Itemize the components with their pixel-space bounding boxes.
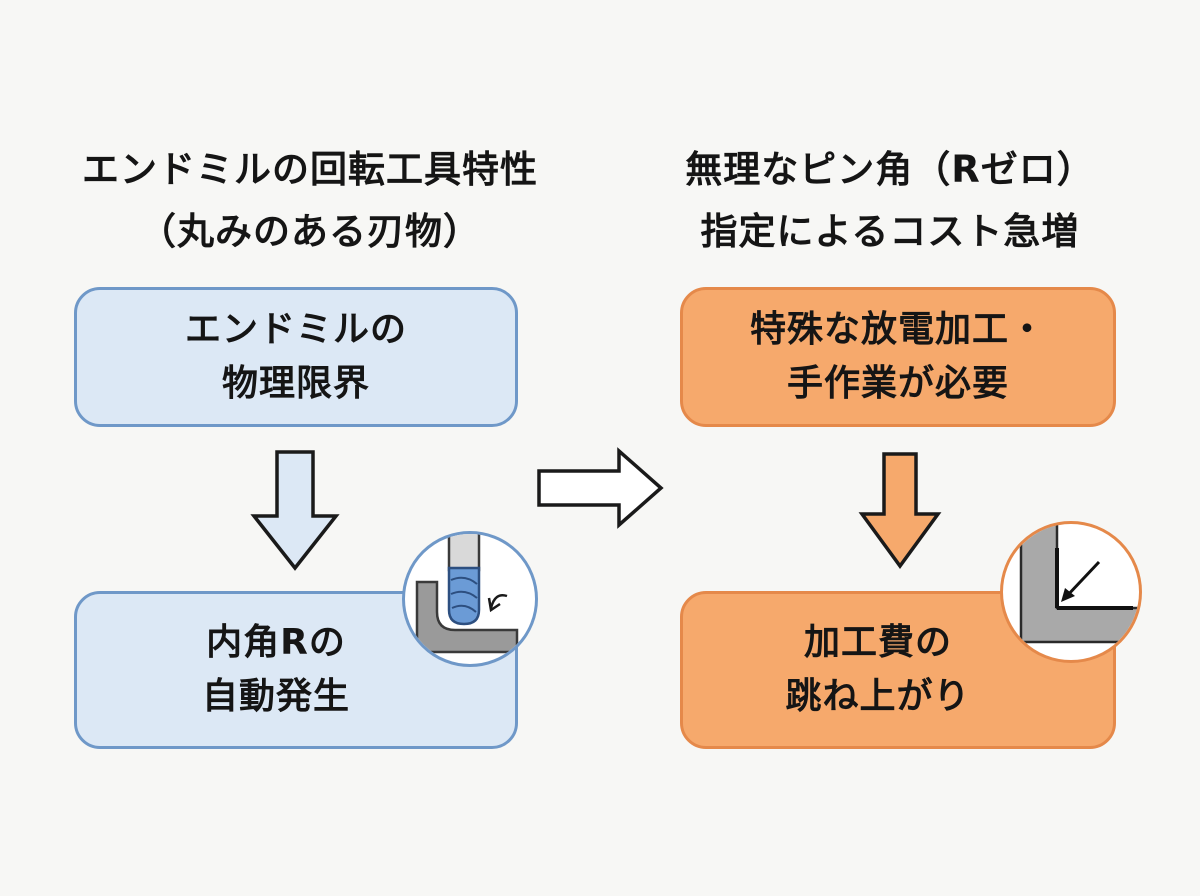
down-arrow-icon <box>858 452 942 569</box>
box-text-line-1: エンドミルの <box>184 309 407 350</box>
box-text-line-2: 手作業が必要 <box>786 363 1009 404</box>
right-heading-line-1: 無理なピン角（Rゼロ） <box>685 148 1095 191</box>
box-text-line-2: 跳ね上がり <box>785 676 971 717</box>
endmill-corner-inset <box>402 531 538 667</box>
special-machining-box: 特殊な放電加工・ 手作業が必要 <box>680 287 1116 427</box>
box-text-line-2: 物理限界 <box>221 363 370 404</box>
endmill-physical-limit-box: エンドミルの 物理限界 <box>74 287 518 427</box>
down-arrow-icon <box>250 450 340 571</box>
box-text-line-1: 内角Rの <box>206 622 346 663</box>
box-text-line-2: 自動発生 <box>201 676 350 717</box>
endmill-corner-icon <box>415 534 519 654</box>
right-column-heading: 無理なピン角（Rゼロ） 指定によるコスト急増 <box>600 139 1180 263</box>
sharp-corner-inset <box>1000 521 1142 663</box>
left-heading-line-2: （丸みのある刃物） <box>139 210 481 253</box>
box-text-line-1: 特殊な放電加工・ <box>749 309 1046 350</box>
right-heading-line-2: 指定によるコスト急増 <box>700 210 1080 253</box>
right-arrow-icon <box>537 447 664 529</box>
left-column-heading: エンドミルの回転工具特性 （丸みのある刃物） <box>20 139 600 263</box>
left-heading-line-1: エンドミルの回転工具特性 <box>82 148 538 191</box>
box-text-line-1: 加工費の <box>803 622 952 663</box>
sharp-corner-icon <box>1019 524 1139 644</box>
